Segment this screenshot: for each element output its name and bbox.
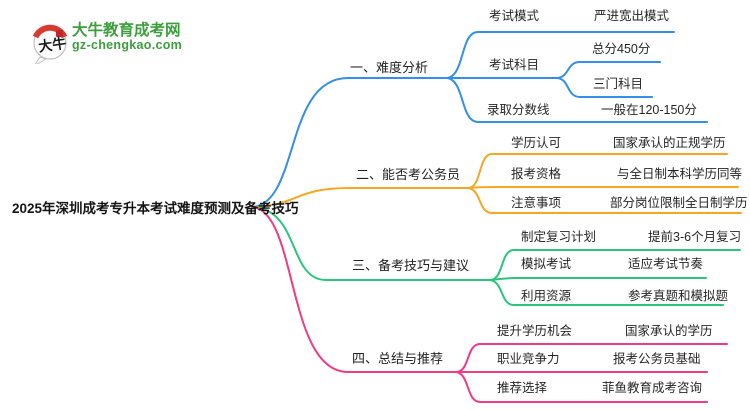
branch2-child3-leaf: 部分岗位限制全日制学历 (610, 196, 748, 210)
branch2-child2-label: 报考资格 (511, 167, 562, 181)
branch4-child1-label: 提升学历机会 (497, 324, 573, 338)
branch4-child3-label: 推荐选择 (497, 381, 548, 395)
branch1-child3-leaf: 一般在120-150分 (601, 103, 697, 117)
logo-mark-text: 大牛 (37, 35, 67, 55)
branch4-child3-curve (455, 371, 708, 403)
branch3-child3-curve (489, 279, 724, 306)
branch1-main-curve (251, 77, 448, 208)
branch1-child1-leaf: 严进宽出模式 (594, 9, 670, 23)
branch1-leaf-down-curve (555, 77, 653, 98)
branch2-child2-leaf: 与全日制本科学历同等 (617, 167, 743, 181)
branch2-label: 二、能否考公务员 (356, 167, 461, 182)
branch1-child3-curve (446, 77, 708, 123)
branch1-label: 一、难度分析 (350, 60, 429, 75)
branch3-child2-label: 模拟考试 (521, 257, 572, 271)
branch3-label: 三、备考技巧与建议 (352, 258, 470, 273)
branch1-child2-leaf1: 总分450分 (592, 42, 651, 56)
branch4-label: 四、总结与推荐 (352, 351, 444, 366)
central-topic: 2025年深圳成考专升本考试难度预测及备考技巧 (12, 201, 299, 216)
branch2-child3-label: 注意事项 (511, 196, 562, 210)
branch1-child2-label: 考试科目 (489, 58, 540, 72)
logo-brand-name: 大牛教育成考网 (72, 22, 181, 39)
branch4-child1-leaf: 国家承认的学历 (625, 324, 713, 338)
branch4-child2-label: 职业竞争力 (497, 352, 560, 366)
logo-bull-icon: 大牛 (32, 24, 67, 64)
branch3-child1-label: 制定复习计划 (521, 230, 597, 244)
branch1-child3-label: 录取分数线 (487, 103, 550, 117)
branch3-curves (251, 206, 741, 306)
branch2-child1-label: 学历认可 (511, 136, 562, 150)
site-logo: 大牛 大牛教育成考网 gz-chengkao.com (14, 12, 184, 64)
branch4-child1-curve (455, 343, 728, 373)
branch1-child1-curve (446, 31, 675, 79)
branch3-main-curve (251, 206, 491, 281)
branch1-child1-label: 考试模式 (489, 9, 540, 23)
branch4-main-curve (251, 206, 457, 373)
branch2-child3-curve (467, 187, 742, 214)
branch1-leaf-up-curve (555, 61, 661, 79)
branch4-child2-leaf: 报考公务员基础 (613, 352, 701, 366)
branch1-curves (251, 31, 708, 208)
branch3-child2-curve (489, 277, 707, 281)
branch3-child1-leaf: 提前3-6个月复习 (648, 230, 742, 244)
branch3-child3-leaf: 参考真题和模拟题 (628, 289, 729, 303)
branch2-child2-curve (467, 186, 739, 189)
branch1-child2-leaf2: 三门科目 (593, 77, 644, 91)
branch2-main-curve (251, 187, 469, 208)
branch4-child3-leaf: 菲鱼教育成考咨询 (602, 381, 703, 395)
branch4-curves (251, 206, 728, 403)
branch3-child2-leaf: 适应考试节奏 (628, 257, 704, 271)
branch3-child3-label: 利用资源 (521, 289, 572, 303)
branch2-child1-leaf: 国家承认的正规学历 (613, 136, 726, 150)
logo-domain: gz-chengkao.com (72, 38, 183, 52)
branch2-curves (251, 153, 742, 214)
